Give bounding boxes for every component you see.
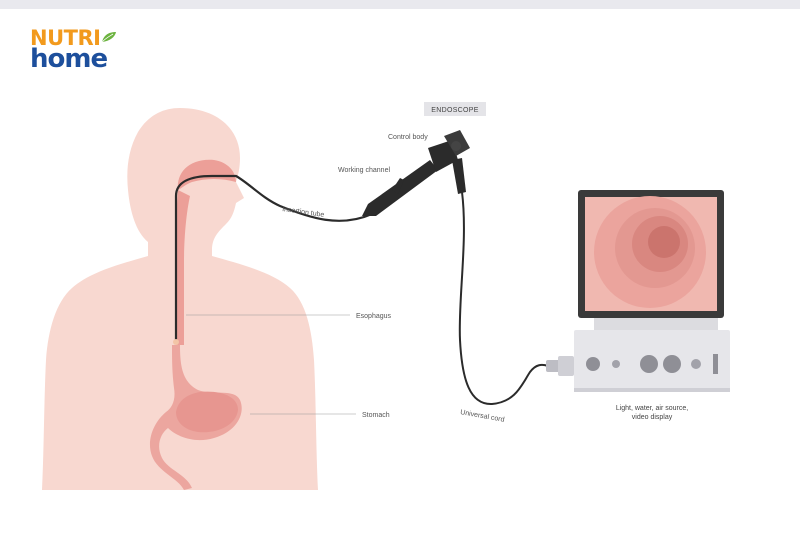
endoscope-tip	[173, 339, 179, 345]
endoscope-title: ENDOSCOPE	[431, 107, 478, 114]
label-stomach: Stomach	[362, 412, 390, 419]
logo-line1: NUTRI	[30, 26, 101, 50]
label-esophagus: Esophagus	[356, 313, 392, 320]
leaf-icon	[102, 32, 117, 43]
top-strip	[0, 0, 800, 9]
human-body-silhouette	[42, 108, 318, 490]
nutrihome-logo: NUTRI home	[30, 28, 117, 72]
video-monitor	[578, 190, 724, 330]
label-universal-cord: Universal cord	[460, 409, 505, 424]
label-insertion-tube: Insertion tube	[282, 206, 325, 219]
label-working-channel: Working channel	[338, 167, 390, 174]
insertion-tube	[174, 174, 374, 342]
light-source-unit	[546, 330, 730, 392]
label-control-body: Control body	[388, 134, 428, 141]
endoscope-handpiece	[362, 130, 470, 216]
logo-line2: home	[30, 44, 108, 74]
universal-cord	[458, 191, 549, 406]
label-light-source-line1: Light, water, air source,	[616, 405, 688, 412]
label-light-source-line2: video display	[632, 414, 673, 421]
endoscope-title-box	[424, 102, 486, 116]
